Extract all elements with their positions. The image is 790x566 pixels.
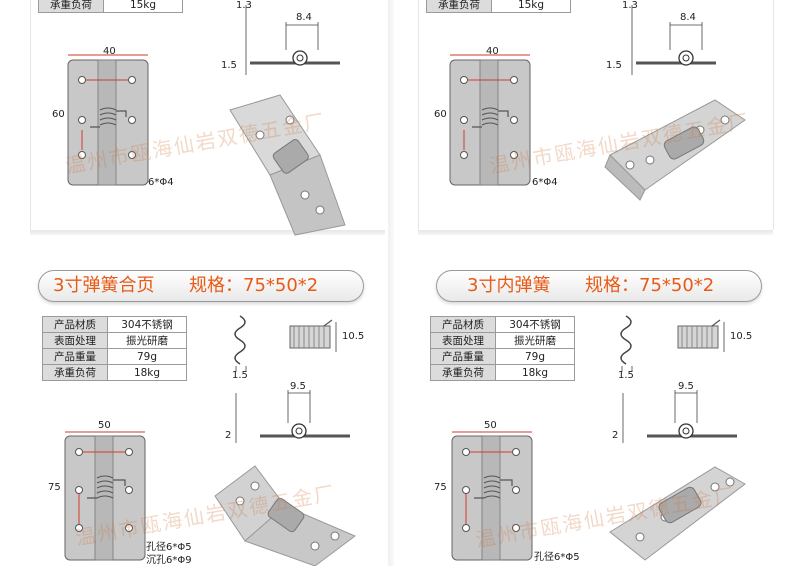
side-profile-diagram — [622, 390, 737, 443]
dim-top: 1.3 — [622, 0, 638, 11]
hinge-photo — [604, 99, 746, 201]
dim-height: 75 — [48, 482, 61, 493]
spec-key: 承重负荷 — [426, 0, 492, 13]
note-hole-dia: 孔径6*Φ5 — [534, 552, 580, 563]
spec-value: 304不锈钢 — [495, 316, 575, 333]
separator-horizontal — [30, 230, 385, 235]
dim-thick: 1.5 — [221, 60, 237, 71]
dim-width: 40 — [486, 46, 499, 57]
dim-pin: 9.5 — [290, 381, 306, 392]
hinge-photo — [609, 466, 746, 561]
side-profile-diagram — [245, 5, 340, 75]
dim-thick: 1.5 — [606, 60, 622, 71]
product-spec-title: 规格：75*50*2 — [585, 275, 715, 296]
dim-width: 40 — [103, 46, 116, 57]
spec-key: 产品重量 — [430, 348, 496, 365]
spec-value: 18kg — [107, 364, 187, 381]
spec-key: 产品材质 — [42, 316, 108, 333]
hinge-plate-drawing — [64, 431, 146, 561]
spec-value: 15kg — [491, 0, 571, 13]
hinge-photo — [214, 465, 356, 566]
spec-value: 79g — [107, 348, 187, 365]
spec-key: 承重负荷 — [38, 0, 104, 13]
spec-key: 产品重量 — [42, 348, 108, 365]
spec-row: 表面处理振光研磨 — [42, 332, 187, 349]
dim-pin: 9.5 — [678, 381, 694, 392]
dim-height: 60 — [52, 109, 65, 120]
dim-spring: 10.5 — [342, 331, 365, 342]
spec-value: 18kg — [495, 364, 575, 381]
spring-wire-diagram — [234, 315, 247, 372]
dim-wire: 1.5 — [618, 370, 634, 381]
dim-thick: 2 — [225, 430, 232, 441]
spec-key: 表面处理 — [42, 332, 108, 349]
spec-table: 承重负荷 15kg — [38, 0, 183, 13]
spec-key: 产品材质 — [430, 316, 496, 333]
separator-horizontal — [418, 230, 773, 235]
dim-height: 60 — [434, 109, 447, 120]
spec-row: 承重负荷 15kg — [38, 0, 183, 13]
spring-coil-diagram — [677, 319, 725, 352]
dim-height: 75 — [434, 482, 447, 493]
separator-vertical — [388, 0, 394, 566]
dim-holes: 6*Φ4 — [148, 177, 174, 188]
product-title-bar: 3寸内弹簧 规格：75*50*2 — [436, 270, 762, 302]
spec-value: 79g — [495, 348, 575, 365]
spring-coil-diagram — [289, 319, 337, 352]
hinge-plate-drawing — [451, 431, 533, 561]
hinge-plate-drawing — [449, 54, 531, 186]
dim-spring: 10.5 — [730, 331, 753, 342]
product-title: 3寸内弹簧 — [467, 275, 551, 296]
dim-wire: 1.5 — [232, 370, 248, 381]
spec-key: 表面处理 — [430, 332, 496, 349]
product-title: 3寸弹簧合页 — [53, 275, 155, 296]
side-profile-diagram — [631, 5, 716, 75]
note-countersink: 沉孔6*Φ9 — [146, 555, 192, 566]
dim-pin: 8.4 — [680, 12, 696, 23]
product-spec-title: 规格：75*50*2 — [189, 275, 319, 296]
side-profile-diagram — [235, 390, 350, 443]
dim-width: 50 — [98, 420, 111, 431]
spec-row: 承重负荷 15kg — [426, 0, 571, 13]
spec-row: 表面处理振光研磨 — [430, 332, 575, 349]
spec-value: 15kg — [103, 0, 183, 13]
spec-value: 振光研磨 — [495, 332, 575, 349]
dim-thick: 2 — [612, 430, 619, 441]
spec-value: 振光研磨 — [107, 332, 187, 349]
spec-key: 承重负荷 — [42, 364, 108, 381]
panel-edge-right-outer — [773, 0, 774, 230]
note-hole-dia: 孔径6*Φ5 — [146, 542, 192, 553]
panel-edge-right — [418, 0, 419, 230]
dim-pin: 8.4 — [296, 12, 312, 23]
spec-value: 304不锈钢 — [107, 316, 187, 333]
hinge-plate-drawing — [67, 54, 149, 186]
spring-wire-diagram — [620, 315, 633, 372]
dim-holes: 6*Φ4 — [532, 177, 558, 188]
hinge-photo — [229, 94, 346, 236]
product-title-bar: 3寸弹簧合页 规格：75*50*2 — [38, 270, 364, 302]
panel-edge-left — [30, 0, 31, 230]
dim-width: 50 — [484, 420, 497, 431]
dim-top: 1.3 — [236, 0, 252, 11]
spec-table: 承重负荷 15kg — [426, 0, 571, 13]
spec-key: 承重负荷 — [430, 364, 496, 381]
